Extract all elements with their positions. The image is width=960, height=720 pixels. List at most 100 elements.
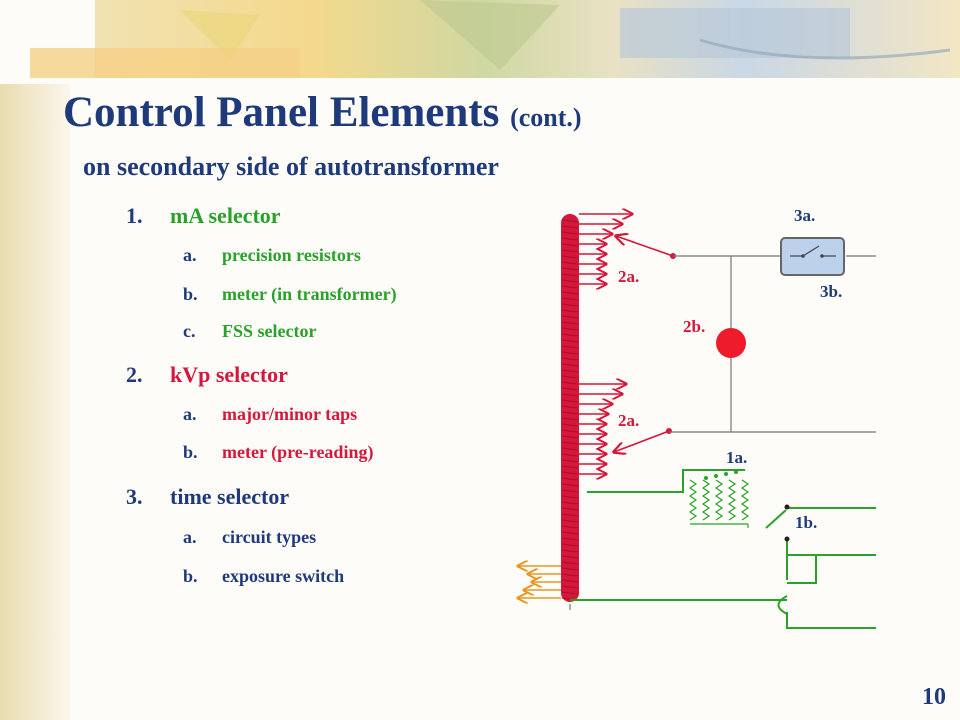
coil-winding: [561, 375, 579, 379]
page-title: Control Panel Elements (cont.): [63, 89, 582, 136]
item-1-number: 1.: [126, 203, 143, 228]
coil-winding: [561, 555, 579, 559]
coil-winding: [561, 357, 579, 361]
coil-winding: [561, 483, 579, 487]
coil-winding: [561, 219, 579, 223]
item-2-number: 2.: [126, 362, 143, 387]
coil-winding: [561, 303, 579, 307]
item-1b-text: meter (in transformer): [222, 284, 397, 304]
coil-winding: [561, 579, 579, 583]
coil-winding: [561, 477, 579, 481]
kvp-selector-top: [616, 236, 676, 259]
coil-winding: [561, 489, 579, 493]
coil-winding: [561, 531, 579, 535]
coil-winding: [561, 459, 579, 463]
item-2a-letter: a.: [183, 404, 197, 424]
item-2a-text: major/minor taps: [222, 404, 358, 424]
coil-winding: [561, 447, 579, 451]
coil-winding: [561, 381, 579, 385]
coil-winding: [561, 309, 579, 313]
coil-winding: [561, 543, 579, 547]
coil-winding: [561, 411, 579, 415]
coil-winding: [561, 225, 579, 229]
item-2b-text: meter (pre-reading): [222, 442, 374, 462]
coil-winding: [561, 399, 579, 403]
kvp-selector-bottom: [614, 428, 672, 452]
coil-winding: [561, 405, 579, 409]
decorative-header-banner: [0, 0, 960, 84]
label-2a-top: 2a.: [618, 267, 639, 286]
coil-winding: [561, 591, 579, 595]
coil-winding: [561, 441, 579, 445]
coil-winding: [561, 513, 579, 517]
coil-winding: [561, 261, 579, 265]
coil-winding: [561, 537, 579, 541]
title-suffix: (cont.): [510, 103, 582, 132]
coil-winding: [561, 237, 579, 241]
item-3b-text: exposure switch: [222, 566, 345, 586]
coil-winding: [561, 393, 579, 397]
kvp-meter: [716, 328, 746, 358]
label-3a: 3a.: [794, 206, 815, 225]
label-2a-bottom: 2a.: [618, 411, 639, 430]
exposure-switch: [765, 504, 790, 542]
label-1b: 1b.: [795, 513, 817, 532]
coil-winding: [561, 333, 579, 337]
background-left-strip: [0, 0, 70, 720]
coil-winding: [561, 417, 579, 421]
coil-winding: [561, 465, 579, 469]
coil-winding: [561, 471, 579, 475]
coil-winding: [561, 549, 579, 553]
coil-winding: [561, 567, 579, 571]
coil-winding: [561, 243, 579, 247]
item-1b-letter: b.: [183, 284, 198, 304]
coil-winding: [561, 573, 579, 577]
bottom-orange-arrows: [518, 566, 561, 598]
time-circuit-wiring: [570, 469, 876, 629]
item-3-label: time selector: [170, 484, 290, 509]
item-3a-letter: a.: [183, 527, 197, 547]
coil-winding: [561, 351, 579, 355]
coil-winding: [561, 501, 579, 505]
coil-winding: [561, 585, 579, 589]
item-1c-text: FSS selector: [222, 321, 317, 341]
item-3b-letter: b.: [183, 566, 198, 586]
label-1a: 1a.: [726, 448, 747, 467]
item-2-label: kVp selector: [170, 362, 288, 387]
item-1a-letter: a.: [183, 245, 197, 265]
coil-winding: [561, 231, 579, 235]
item-1a-text: precision resistors: [222, 245, 361, 265]
coil-winding: [561, 249, 579, 253]
label-2b: 2b.: [683, 317, 705, 336]
coil-winding: [561, 363, 579, 367]
coil-winding: [561, 345, 579, 349]
coil-winding: [561, 327, 579, 331]
item-1-label: mA selector: [170, 203, 281, 228]
coil-winding: [561, 279, 579, 283]
coil-winding: [561, 297, 579, 301]
page-number: 10: [922, 684, 946, 710]
coil-winding: [561, 267, 579, 271]
item-1c-letter: c.: [183, 321, 196, 341]
precision-resistor-bank: [688, 479, 750, 528]
switch-3a-3b: [780, 237, 845, 276]
coil-winding: [561, 255, 579, 259]
middle-tap-arrows: [579, 384, 626, 474]
coil-winding: [561, 273, 579, 277]
resistor-taps: [704, 470, 738, 480]
coil-winding: [561, 285, 579, 289]
coil-winding: [561, 315, 579, 319]
autotransformer-coil: [561, 214, 579, 602]
coil-winding: [561, 369, 579, 373]
coil-winding: [561, 525, 579, 529]
coil-winding: [561, 507, 579, 511]
page-subtitle: on secondary side of autotransformer: [83, 152, 499, 181]
coil-winding: [561, 519, 579, 523]
secondary-wiring: [569, 255, 876, 610]
coil-winding: [561, 435, 579, 439]
coil-winding: [561, 423, 579, 427]
item-3a-text: circuit types: [222, 527, 317, 547]
coil-winding: [561, 387, 579, 391]
coil-winding: [561, 429, 579, 433]
